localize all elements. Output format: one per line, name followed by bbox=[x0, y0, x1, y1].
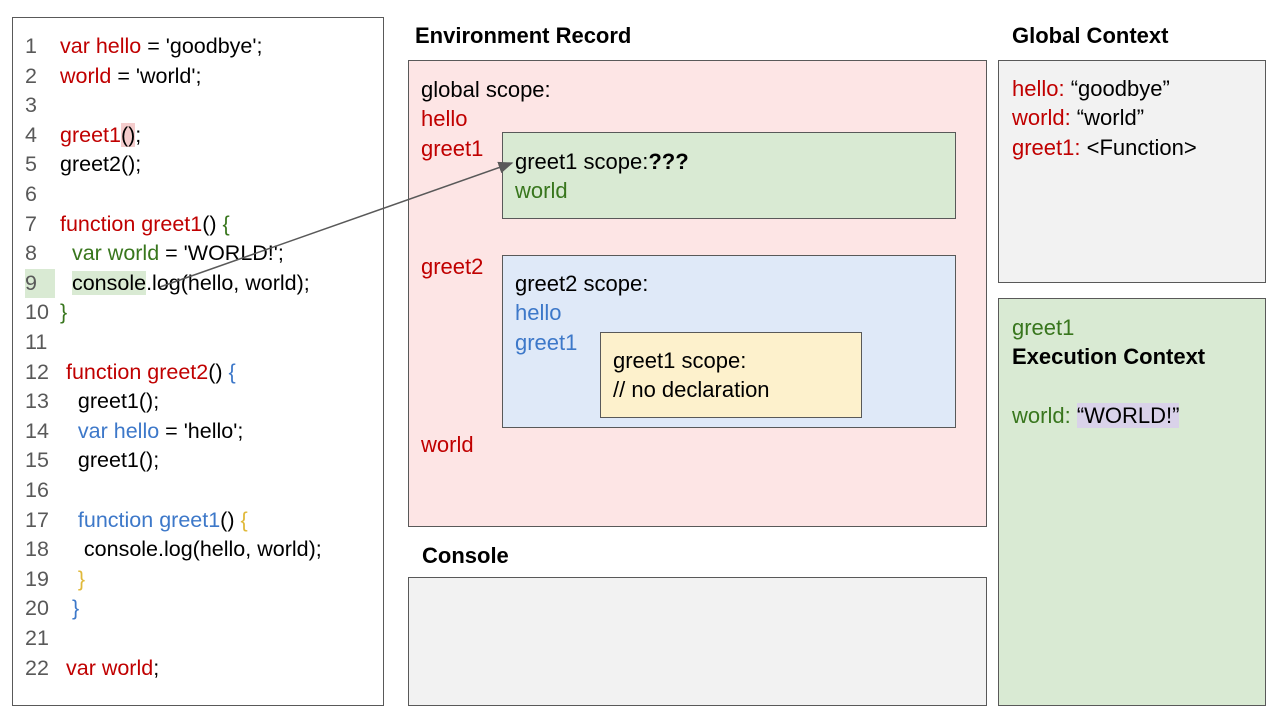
line-number: 16 bbox=[25, 478, 49, 502]
code-token: greet1(); bbox=[77, 389, 160, 414]
line-number: 13 bbox=[25, 389, 49, 414]
code-text: world = 'world'; bbox=[60, 62, 201, 91]
code-text: } bbox=[60, 565, 85, 594]
code-token: world bbox=[60, 63, 112, 88]
global-world-entry: world: “world” bbox=[1012, 105, 1145, 130]
code-token: = 'goodbye'; bbox=[141, 34, 263, 58]
line-number: 11 bbox=[25, 330, 48, 354]
code-token: } bbox=[77, 566, 86, 591]
env-greet2: greet2 bbox=[421, 254, 484, 279]
line-number: 1 bbox=[25, 34, 37, 58]
code-token: greet1(); bbox=[77, 448, 160, 473]
code-token: console.log(hello, world); bbox=[83, 537, 322, 562]
code-token: var world bbox=[65, 655, 154, 680]
global-context-title: Global Context bbox=[1012, 23, 1169, 48]
line-number: 3 bbox=[25, 93, 37, 118]
line-number: 2 bbox=[25, 63, 37, 88]
code-token: var world bbox=[71, 241, 160, 266]
greet1-scope-world: world bbox=[515, 178, 568, 203]
console-box bbox=[408, 577, 987, 706]
code-text: var hello = 'hello'; bbox=[60, 417, 243, 446]
inner-greet1-scope-label: greet1 scope: bbox=[613, 348, 747, 373]
scope-arrow-line bbox=[159, 161, 514, 288]
code-token: = 'world'; bbox=[111, 63, 202, 88]
code-token: console bbox=[71, 270, 147, 295]
greet2-scope-hello: hello bbox=[515, 300, 562, 325]
code-text: } bbox=[60, 298, 67, 327]
code-token: greet2(); bbox=[60, 152, 142, 177]
global-greet1-entry: greet1: <Function> bbox=[1012, 135, 1197, 160]
global-scope-label: global scope: bbox=[421, 77, 551, 102]
execution-context-world-value: “WORLD!” bbox=[1076, 403, 1180, 428]
code-text: greet1(); bbox=[60, 387, 159, 416]
line-number: 22 bbox=[25, 655, 49, 680]
code-token: var hello bbox=[77, 418, 160, 443]
execution-context-world-entry: world: “WORLD!” bbox=[1012, 403, 1180, 428]
code-token: greet1 bbox=[60, 122, 121, 147]
code-text: } bbox=[60, 594, 79, 623]
line-number: 18 bbox=[25, 537, 49, 562]
code-text: greet2(); bbox=[60, 150, 141, 179]
greet1-scope-unknown: ??? bbox=[648, 149, 689, 174]
line-number: 7 bbox=[25, 211, 37, 236]
code-token: ; bbox=[135, 122, 142, 147]
code-text: function greet1() { bbox=[60, 506, 248, 535]
line-number: 17 bbox=[25, 507, 49, 532]
code-text: function greet1() { bbox=[60, 210, 230, 239]
code-token: function greet1 bbox=[77, 507, 221, 532]
code-text: function greet2() { bbox=[60, 358, 236, 387]
inner-greet1-scope-note: // no declaration bbox=[613, 377, 770, 402]
line-number: 20 bbox=[25, 596, 49, 621]
code-token: } bbox=[60, 300, 68, 325]
greet2-scope-label: greet2 scope: bbox=[515, 271, 649, 296]
greet1-scope-box bbox=[502, 132, 956, 219]
execution-context-box bbox=[998, 298, 1266, 706]
line-number: 5 bbox=[25, 152, 37, 177]
code-text: greet1(); bbox=[60, 446, 159, 475]
code-token: { bbox=[228, 359, 236, 384]
code-token: ; bbox=[153, 655, 160, 680]
env-hello: hello bbox=[421, 106, 468, 131]
code-token: () bbox=[208, 359, 229, 384]
line-number: 21 bbox=[25, 626, 49, 650]
environment-record-title: Environment Record bbox=[415, 23, 632, 48]
code-panel: 1 var hello = 'goodbye'; 2 world = 'world';… bbox=[12, 17, 384, 706]
code-text: var world = 'WORLD!'; bbox=[60, 239, 284, 268]
line-number: 15 bbox=[25, 448, 49, 473]
code-text: var hello = 'goodbye'; bbox=[60, 32, 262, 61]
code-text: greet1(); bbox=[60, 121, 141, 150]
code-token: () bbox=[220, 507, 241, 532]
code-token: () bbox=[120, 122, 136, 147]
code-token: { bbox=[240, 507, 248, 532]
code-text: var world; bbox=[60, 654, 159, 683]
code-token: = 'hello'; bbox=[159, 418, 244, 443]
line-number: 19 bbox=[25, 566, 49, 591]
execution-context-title: Execution Context bbox=[1012, 344, 1206, 369]
execution-context-name: greet1 bbox=[1012, 315, 1075, 340]
greet1-scope-label: greet1 scope:??? bbox=[515, 149, 689, 174]
code-token: function greet2 bbox=[65, 359, 209, 384]
code-text: console.log(hello, world); bbox=[60, 535, 322, 564]
code-token: var hello bbox=[60, 34, 142, 58]
line-number: 10 bbox=[25, 300, 49, 325]
code-token: } bbox=[71, 596, 80, 621]
console-title: Console bbox=[422, 543, 509, 568]
line-number: 12 bbox=[25, 359, 49, 384]
env-greet1: greet1 bbox=[421, 136, 484, 161]
code-token: function greet1 bbox=[60, 211, 203, 236]
line-number: 4 bbox=[25, 122, 37, 147]
line-number: 9 bbox=[25, 268, 55, 298]
greet2-scope-greet1: greet1 bbox=[515, 330, 578, 355]
line-number: 14 bbox=[25, 418, 49, 443]
line-number: 6 bbox=[25, 182, 37, 206]
code-token: () bbox=[202, 211, 223, 236]
global-context-box bbox=[998, 60, 1266, 283]
code-token: { bbox=[222, 211, 230, 236]
env-world: world bbox=[421, 432, 474, 457]
line-number: 8 bbox=[25, 241, 37, 266]
inner-greet1-scope-box bbox=[600, 332, 862, 418]
global-hello-entry: hello: “goodbye” bbox=[1012, 76, 1170, 101]
